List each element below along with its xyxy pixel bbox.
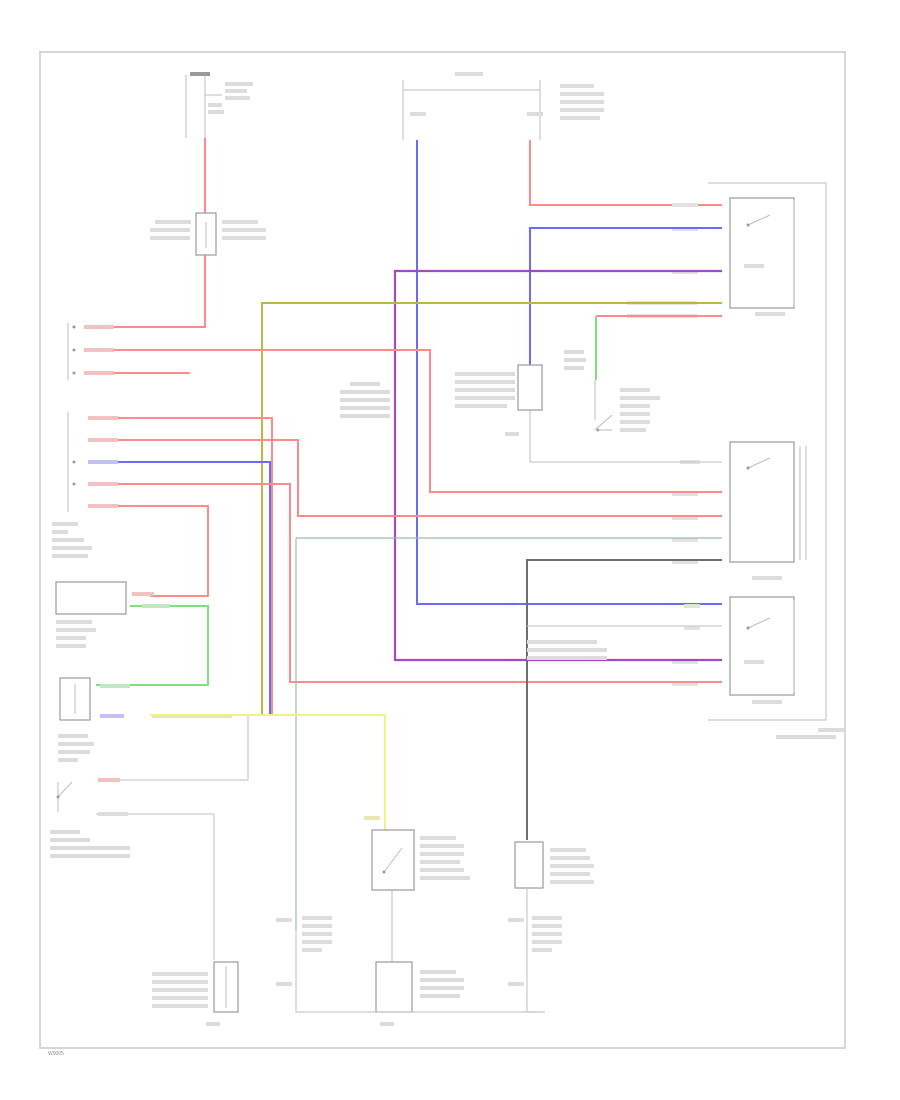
hot-at-all-times-source-left [185, 72, 253, 138]
diagram-border [39, 51, 846, 1049]
diode-unit [150, 212, 266, 256]
ac-compressor-unit [455, 364, 543, 436]
ac-pressure-switch [58, 677, 94, 762]
relay-bottom [729, 596, 844, 739]
footer-code: W0005 [48, 1051, 64, 1057]
ac-compressor-switch [364, 816, 470, 891]
ac-compressor-clutch [375, 961, 464, 1026]
ac-switch-lower [50, 781, 130, 858]
radiator-fan-switch [564, 350, 660, 432]
relay-middle [729, 441, 807, 580]
ground-junction-lower-left [152, 961, 239, 1026]
relay-box-outline [708, 182, 827, 721]
relay-top [729, 197, 795, 316]
radiator-fan-motor [514, 841, 594, 889]
hot-at-all-times-source-center [402, 72, 604, 140]
connector-block-left [52, 323, 92, 558]
engine-control-module [55, 581, 127, 648]
